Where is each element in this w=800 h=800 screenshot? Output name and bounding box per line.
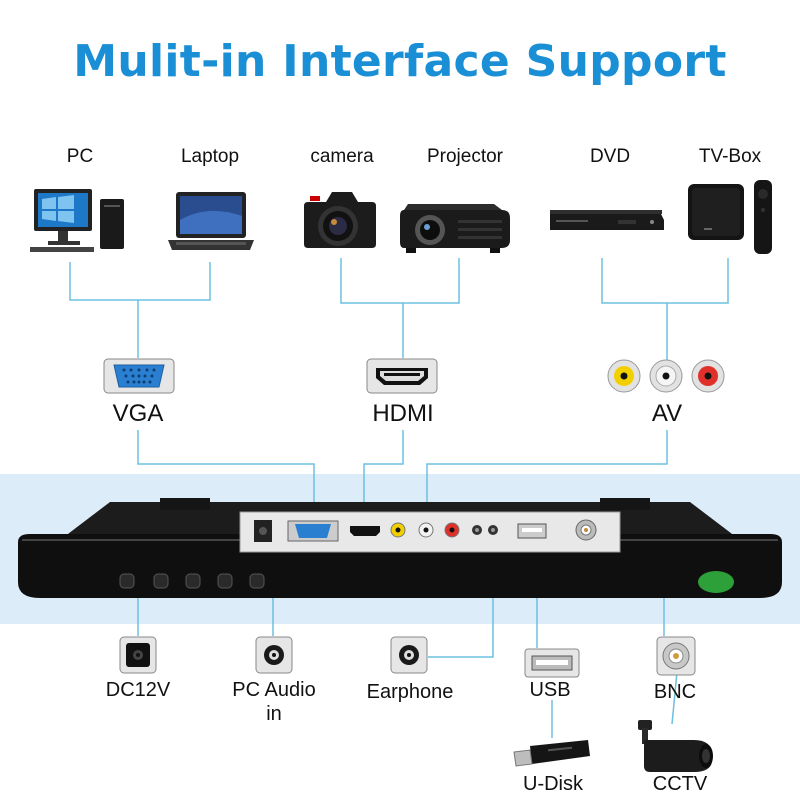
- vga-port-icon: [103, 358, 175, 394]
- dvd-icon: [550, 210, 664, 230]
- source-label-laptop: Laptop: [180, 146, 240, 167]
- source-label-dvd: DVD: [589, 146, 631, 167]
- source-label-pc: PC: [66, 146, 94, 167]
- source-label-camera: camera: [310, 146, 374, 167]
- interface-label-hdmi: HDMI: [372, 400, 434, 427]
- source-label-tv-box: TV-Box: [698, 146, 762, 167]
- hdmi-port-icon: [366, 358, 438, 394]
- port-label-dc12v: DC12V: [105, 679, 171, 701]
- cctv-camera-icon: [638, 720, 713, 772]
- port-label-earphone: Earphone: [366, 681, 454, 703]
- source-label-projector: Projector: [426, 146, 504, 167]
- dc-jack-icon: [119, 636, 157, 674]
- tv-box-icon: [688, 180, 772, 254]
- earphone-jack-icon: [390, 636, 428, 674]
- usb-drive-icon: [513, 740, 590, 767]
- bnc-port-icon: [656, 636, 696, 676]
- pc-icon: [30, 189, 124, 252]
- interface-label-vga: VGA: [112, 400, 164, 427]
- interface-label-av: AV: [651, 400, 683, 427]
- projector-icon: [400, 204, 510, 253]
- port-label-usb: USB: [529, 679, 571, 701]
- port-label-bnc: BNC: [653, 681, 697, 703]
- av-port-icon: [607, 359, 725, 393]
- camera-icon: [304, 192, 376, 248]
- audio-jack-icon: [255, 636, 293, 674]
- monitor-body: [18, 498, 782, 598]
- device-label-u-disk: U-Disk: [523, 773, 583, 795]
- page-title: Mulit-in Interface Support: [73, 36, 727, 87]
- device-label-cctv: CCTV: [652, 773, 708, 795]
- port-label-pc-audio-line2: in: [266, 703, 282, 725]
- usb-port-icon: [524, 648, 580, 678]
- laptop-icon: [168, 192, 254, 250]
- port-label-pc-audio: PC Audio: [232, 679, 316, 701]
